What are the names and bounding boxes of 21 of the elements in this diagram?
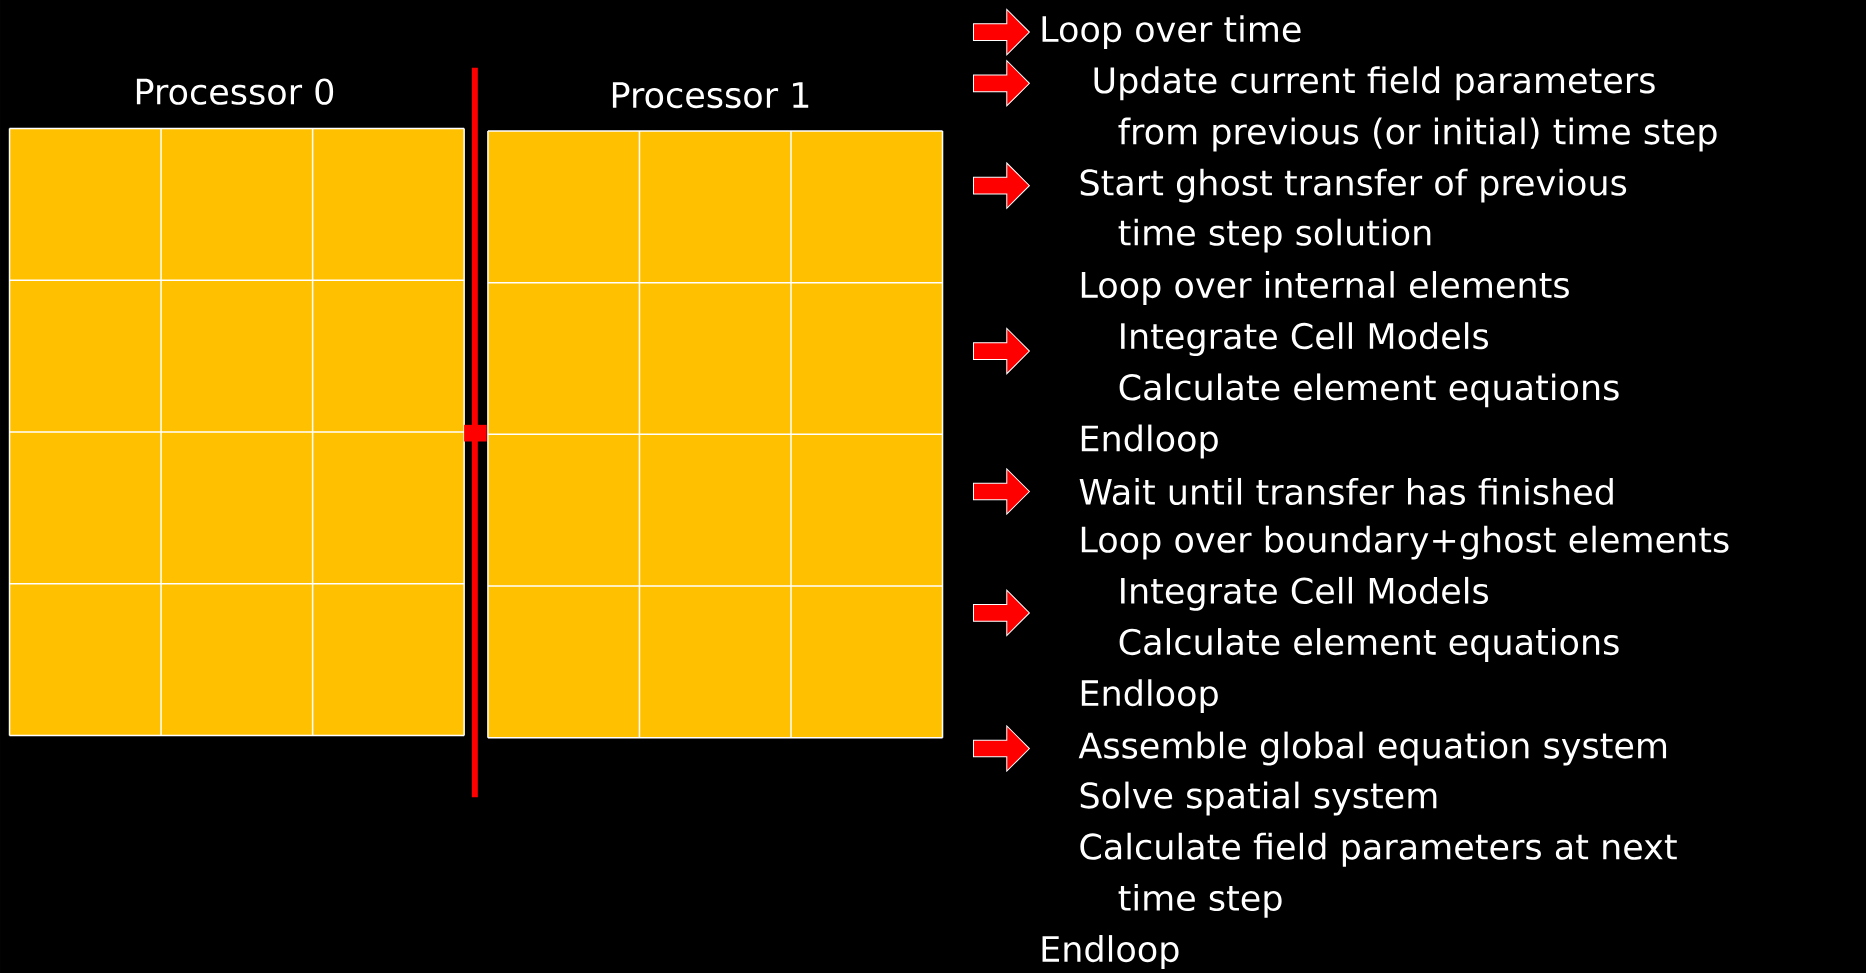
code-line: Loop over internal elements	[1081, 271, 1569, 305]
heading: Processor 0	[136, 78, 334, 105]
code-line: Update current field parameters	[1094, 66, 1655, 101]
code-line: time step	[1118, 883, 1282, 918]
code-line: Calculate element equations	[1119, 373, 1619, 408]
code-line: Calculate field parameters at next	[1080, 832, 1677, 867]
code-line: Solve spatial system	[1080, 781, 1437, 816]
heading: Processor 1	[612, 82, 809, 109]
code-line: Loop over time	[1042, 15, 1301, 50]
code-line: Assemble global equation system	[1078, 731, 1667, 766]
code-line: Integrate Cell Models	[1121, 576, 1488, 611]
code-line: Endloop	[1081, 679, 1218, 714]
code-line: Start ghost transfer of previous	[1080, 168, 1627, 203]
code-line: Wait until transfer has finished	[1079, 477, 1613, 506]
code-line: Integrate Cell Models	[1121, 322, 1488, 357]
code-line: Calculate element equations	[1119, 628, 1619, 662]
code-line: time step solution	[1118, 218, 1431, 253]
code-line: Endloop	[1081, 424, 1218, 459]
code-line: from previous (or initial) time step	[1118, 117, 1717, 152]
code-line: Loop over boundary+ghost elements	[1081, 525, 1729, 560]
code-line: Endloop	[1042, 935, 1179, 969]
